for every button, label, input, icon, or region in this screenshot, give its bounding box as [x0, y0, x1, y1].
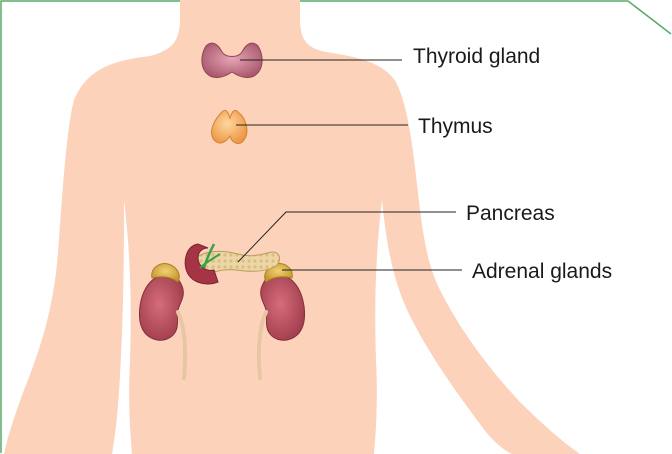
- thyroid-label: Thyroid gland: [413, 46, 540, 67]
- thymus-label: Thymus: [418, 116, 493, 137]
- adrenal-label: Adrenal glands: [472, 261, 612, 282]
- pancreas-label: Pancreas: [466, 203, 555, 224]
- body-silhouette: [4, 0, 580, 454]
